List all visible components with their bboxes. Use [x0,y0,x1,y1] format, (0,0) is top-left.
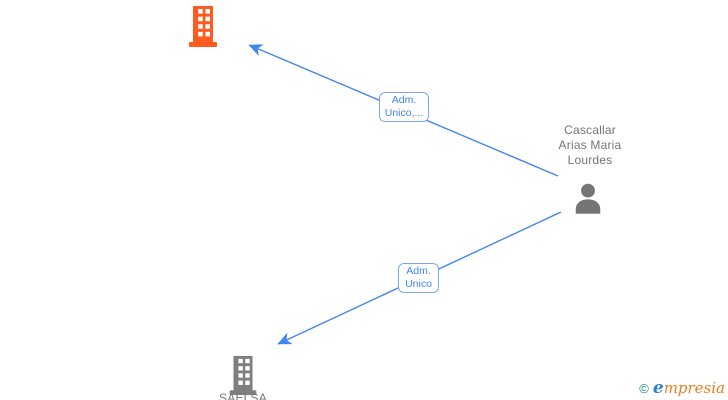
company-bottom-name-label: SAELSA [219,391,267,400]
edge-label-line: Adm. [406,265,431,277]
node-company-top[interactable] [188,6,218,53]
empresia-logo: © e mpresia [639,378,725,398]
person-name-line: Cascallar [564,123,616,137]
edge-label-line: Unico,... [384,107,424,119]
edge-label-adm-unico-bottom[interactable]: Adm. Unico [398,263,439,293]
copyright-icon: © [639,380,649,396]
building-icon [189,6,217,47]
node-person[interactable] [571,183,605,219]
brand-letter-e: e [652,378,664,398]
person-name-line: Arias Maria [558,138,622,152]
person-name-label: Cascallar Arias Maria Lourdes [540,123,640,168]
person-icon [575,183,601,214]
person-name-line: Lourdes [567,153,613,167]
edge-label-adm-unico-top[interactable]: Adm. Unico,... [379,92,429,122]
edge-label-line: Adm. [391,94,417,106]
edge-label-line: Unico [405,278,432,290]
node-company-bottom[interactable] [228,356,258,400]
building-icon [229,356,257,396]
brand-word-rest: mpresia [663,379,725,397]
